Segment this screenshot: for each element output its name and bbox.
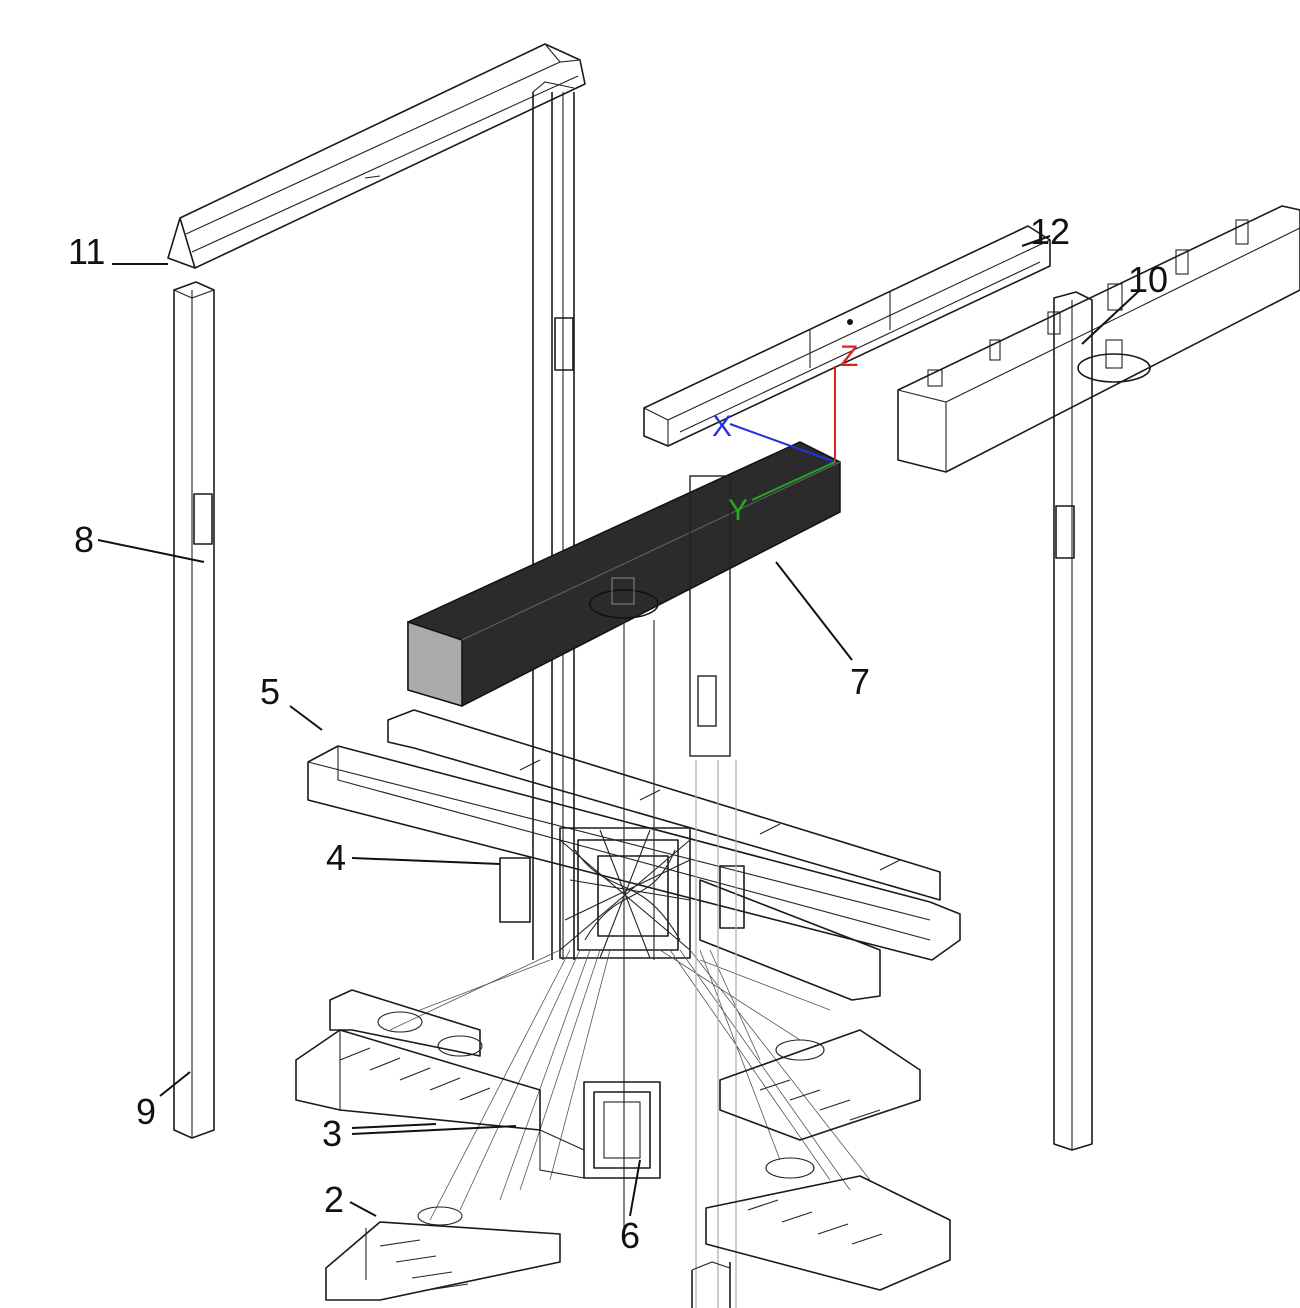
highlighted-housing — [407, 441, 841, 757]
central-mechanism — [499, 827, 745, 959]
tall-post-center — [532, 81, 575, 960]
lower-left-platform — [295, 989, 541, 1131]
bottom-left-platform — [325, 1206, 561, 1301]
label-2: 2 — [324, 1179, 344, 1220]
middle-crossbeams — [307, 709, 961, 1001]
cable-bundle — [389, 620, 871, 1308]
label-12: 12 — [1030, 211, 1070, 252]
part-labels: 11 8 9 5 4 3 2 6 7 10 12 — [68, 211, 1168, 1256]
label-3: 3 — [322, 1113, 342, 1154]
upper-rail — [643, 225, 1051, 447]
label-7: 7 — [850, 661, 870, 702]
z-axis-label: Z — [840, 340, 858, 373]
coordinate-axes: Z X Y — [712, 340, 858, 527]
lower-right-platform — [705, 1029, 951, 1291]
label-9: 9 — [136, 1091, 156, 1132]
x-axis-label: X — [712, 410, 732, 443]
upper-right-housing — [897, 205, 1300, 473]
y-axis-label: Y — [728, 494, 748, 527]
label-5: 5 — [260, 671, 280, 712]
label-10: 10 — [1128, 259, 1168, 300]
bottom-post — [691, 1261, 731, 1308]
label-11: 11 — [68, 231, 105, 272]
leader-lines — [97, 235, 1141, 1217]
lower-center-housing — [539, 1081, 661, 1179]
left-post — [173, 281, 215, 1139]
top-crossbeam — [167, 43, 586, 269]
label-4: 4 — [326, 837, 346, 878]
label-8: 8 — [74, 519, 94, 560]
right-post — [1053, 291, 1093, 1151]
label-6: 6 — [620, 1215, 640, 1256]
